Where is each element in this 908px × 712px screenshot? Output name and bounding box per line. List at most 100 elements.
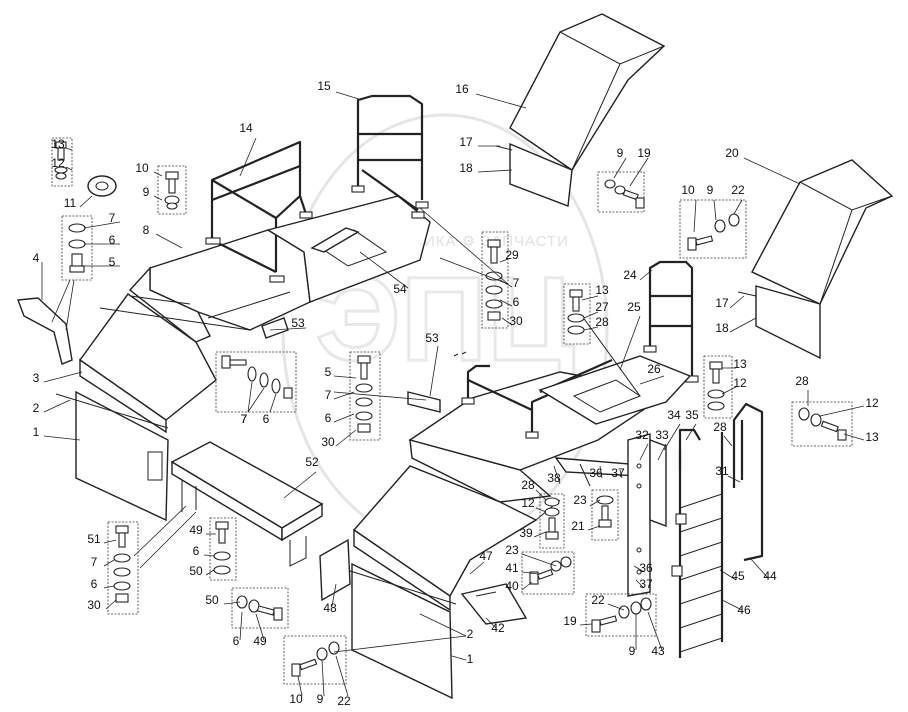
- callout-37: 37: [639, 577, 653, 591]
- callout-36: 36: [589, 466, 603, 480]
- callout-6: 6: [513, 295, 520, 309]
- callout-22: 22: [337, 694, 351, 708]
- callout-30: 30: [87, 598, 101, 612]
- callout-41: 41: [505, 561, 519, 575]
- callout-6: 6: [109, 233, 116, 247]
- callout-35: 35: [685, 408, 699, 422]
- callout-12: 12: [521, 496, 535, 510]
- callout-42: 42: [491, 621, 505, 635]
- callout-30: 30: [509, 314, 523, 328]
- callout-10: 10: [289, 692, 303, 706]
- callout-10: 10: [135, 161, 149, 175]
- handrail-44: [732, 402, 764, 562]
- callout-13: 13: [865, 430, 879, 444]
- ladder-brackets: [627, 433, 667, 597]
- cover-16: [495, 13, 666, 207]
- callout-12: 12: [733, 376, 747, 390]
- panel-48: [319, 538, 351, 602]
- callout-26: 26: [647, 362, 661, 376]
- callout-28: 28: [795, 374, 809, 388]
- callout-51: 51: [87, 532, 101, 546]
- callout-54: 54: [393, 282, 407, 296]
- bracket-42: [460, 583, 528, 625]
- handrail-24: [643, 260, 699, 383]
- callout-18: 18: [715, 321, 729, 335]
- callout-17: 17: [715, 296, 729, 310]
- callout-29: 29: [505, 248, 519, 262]
- callout-28: 28: [713, 420, 727, 434]
- callout-1: 1: [33, 425, 40, 439]
- callout-49: 49: [189, 523, 203, 537]
- callout-28: 28: [595, 315, 609, 329]
- callout-7: 7: [109, 211, 116, 225]
- callout-12: 12: [51, 156, 65, 170]
- callout-30: 30: [321, 435, 335, 449]
- callout-37: 37: [611, 466, 625, 480]
- callout-50: 50: [205, 593, 219, 607]
- callout-50: 50: [189, 564, 203, 578]
- callout-9: 9: [617, 146, 624, 160]
- callout-13: 13: [595, 283, 609, 297]
- callout-13: 13: [733, 357, 747, 371]
- watermark-text: ТЕХНИКА ⚙ ЗАПЧАСТИ: [380, 233, 569, 250]
- callout-23: 23: [573, 493, 587, 507]
- callout-16: 16: [455, 82, 469, 96]
- callout-22: 22: [591, 593, 605, 607]
- callout-12: 12: [865, 396, 879, 410]
- handrail-14: [205, 140, 313, 283]
- callout-4: 4: [33, 251, 40, 265]
- callout-48: 48: [323, 601, 337, 615]
- callout-39: 39: [519, 526, 533, 540]
- callout-44: 44: [763, 569, 777, 583]
- callout-9: 9: [317, 692, 324, 706]
- callout-7: 7: [325, 388, 332, 402]
- leader-lines: [41, 91, 865, 697]
- callout-47: 47: [479, 549, 493, 563]
- callout-2: 2: [33, 401, 40, 415]
- callout-14: 14: [239, 121, 253, 135]
- handrail-15: [351, 94, 429, 219]
- callout-20: 20: [725, 146, 739, 160]
- step-box-52: [170, 441, 324, 567]
- callout-5: 5: [325, 365, 332, 379]
- callout-46: 46: [737, 603, 751, 617]
- callout-43: 43: [651, 644, 665, 658]
- callout-45: 45: [731, 569, 745, 583]
- callout-17: 17: [459, 135, 473, 149]
- callout-9: 9: [707, 183, 714, 197]
- callout-7: 7: [91, 555, 98, 569]
- callout-25: 25: [627, 300, 641, 314]
- callout-27: 27: [595, 300, 609, 314]
- callout-53: 53: [291, 316, 305, 330]
- callout-21: 21: [571, 519, 585, 533]
- hardware: [51, 137, 853, 685]
- callout-28: 28: [521, 478, 535, 492]
- callout-19: 19: [563, 614, 577, 628]
- callout-36: 36: [639, 561, 653, 575]
- callout-22: 22: [731, 183, 745, 197]
- callout-40: 40: [505, 579, 519, 593]
- strips: [261, 227, 467, 413]
- callout-34: 34: [667, 408, 681, 422]
- callout-10: 10: [681, 183, 695, 197]
- callout-15: 15: [317, 79, 331, 93]
- callout-24: 24: [623, 268, 637, 282]
- callout-7: 7: [513, 276, 520, 290]
- callout-33: 33: [655, 428, 669, 442]
- callout-11: 11: [64, 196, 77, 210]
- callout-7: 7: [241, 412, 248, 426]
- cover-20: [737, 159, 894, 360]
- callout-32: 32: [635, 428, 649, 442]
- callout-1: 1: [467, 652, 474, 666]
- callout-9: 9: [143, 185, 150, 199]
- ladder: [671, 428, 724, 658]
- callout-3: 3: [33, 371, 40, 385]
- callout-6: 6: [233, 634, 240, 648]
- callout-2: 2: [467, 627, 474, 641]
- callout-6: 6: [325, 411, 332, 425]
- callout-6: 6: [193, 544, 200, 558]
- bracket-4: [17, 297, 73, 365]
